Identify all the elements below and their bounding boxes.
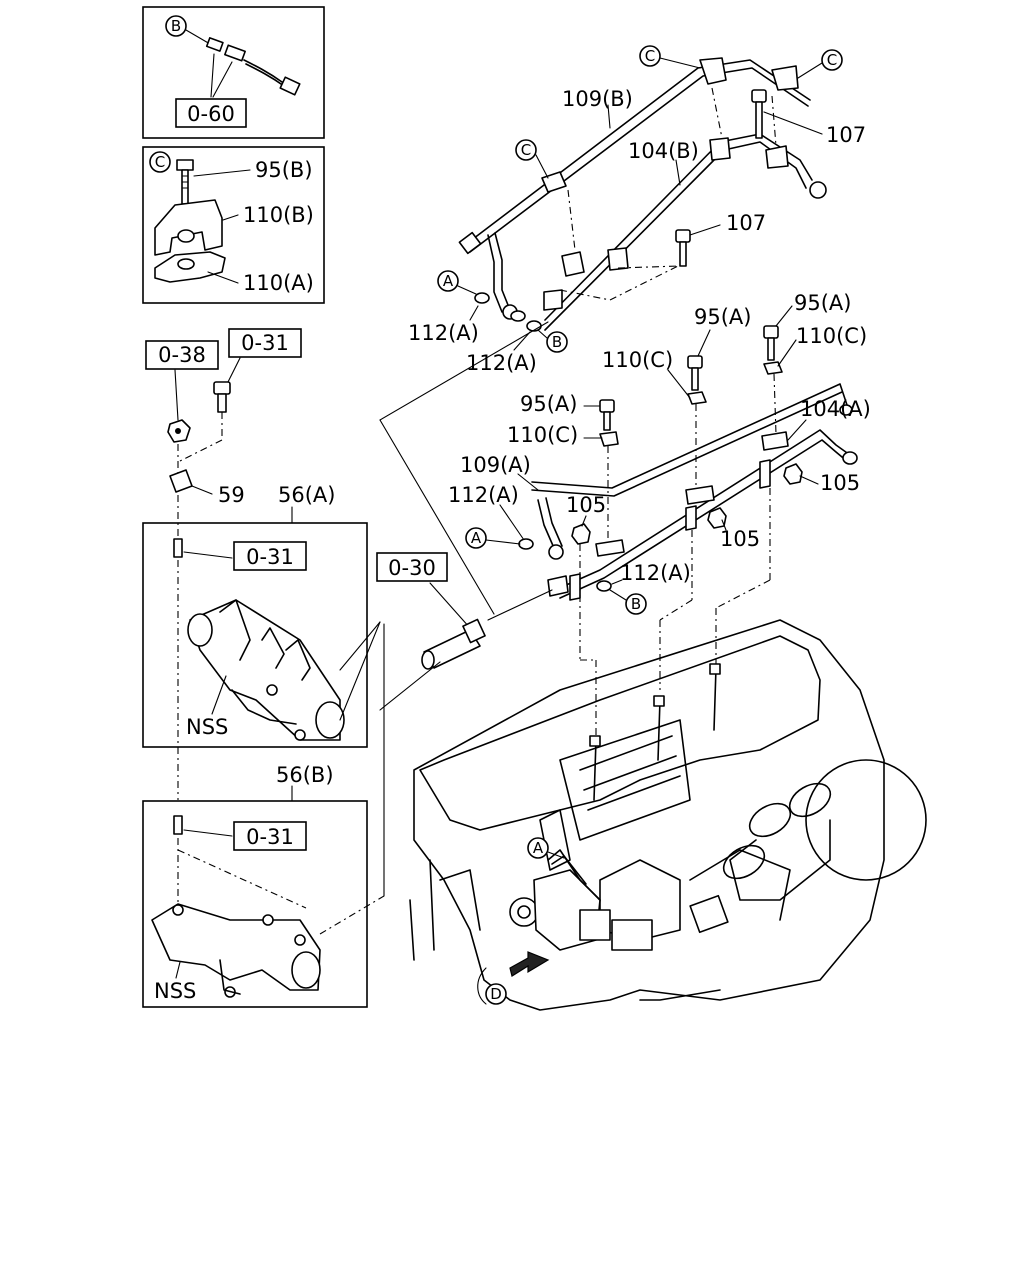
panel-56a: 56(A) 0-31 NSS	[142, 483, 381, 800]
callout-circle-b	[165, 15, 187, 37]
circle-letter: C	[521, 141, 531, 159]
upper-pipe-assembly: C C C 109(B) 104(B) 107 107 A 112(A) 112…	[408, 45, 866, 375]
bolt-95b	[176, 159, 194, 205]
bolt-0-31	[213, 381, 231, 413]
callout-label: NSS	[186, 715, 228, 739]
callout-label: 105	[566, 493, 606, 517]
callout-circle-c	[149, 151, 171, 173]
callout-label: 109(A)	[460, 453, 531, 477]
callout-label: 95(A)	[520, 392, 577, 416]
circle-letter: D	[490, 985, 502, 1003]
circle-letter: B	[631, 595, 641, 613]
callout-label: 95(B)	[255, 158, 313, 182]
callout-label: 105	[720, 527, 760, 551]
callout-label: 104(A)	[800, 397, 871, 421]
ref-label: 0-60	[187, 102, 235, 126]
supply-pump	[509, 849, 611, 951]
callout-label: 110(C)	[602, 348, 673, 372]
callout-label: 107	[826, 123, 866, 147]
callout-label: 56(A)	[278, 483, 335, 507]
callout-label: 112(A)	[620, 561, 691, 585]
ref-label: 0-38	[158, 343, 206, 367]
ref-label: 0-31	[246, 545, 294, 569]
engine-block: D A	[409, 619, 927, 1011]
callout-label: 107	[726, 211, 766, 235]
callout-label: 112(A)	[448, 483, 519, 507]
manifold-56a	[189, 599, 341, 741]
callout-label: 105	[820, 471, 860, 495]
panel-56b: 56(B) 0-31 NSS	[142, 623, 385, 1008]
manifold-56b	[151, 903, 321, 991]
callout-label: 59	[218, 483, 245, 507]
bolt-95a-1	[687, 355, 707, 405]
callout-label: 112(A)	[408, 321, 479, 345]
nut-0-38	[167, 419, 191, 443]
nut-105-3	[783, 463, 803, 485]
direction-arrow	[509, 951, 550, 977]
left-parts-column: 0-38 0-31 59	[145, 328, 302, 540]
inset-panel-b: B 0-60	[142, 6, 325, 139]
circle-letter: C	[827, 51, 837, 69]
callout-label: NSS	[154, 979, 196, 1003]
sensor-part	[205, 37, 301, 96]
bolt-107-lower	[675, 229, 691, 267]
inset-panel-c: C 95(B) 110(B) 110(A)	[142, 146, 325, 304]
callout-label: 56(B)	[276, 763, 334, 787]
ref-box-0-60	[175, 98, 247, 128]
ref-label: 0-30	[388, 556, 436, 580]
ref-label: 0-31	[246, 825, 294, 849]
circle-letter: A	[533, 839, 544, 857]
callout-label: 110(C)	[796, 324, 867, 348]
valve-cover	[559, 719, 691, 841]
bolt-95a-2	[763, 325, 783, 375]
leader-line	[379, 321, 549, 421]
clamp-upper	[154, 199, 223, 256]
pipe-104a	[554, 429, 851, 591]
callout-label: 95(A)	[794, 291, 851, 315]
bracket-59	[169, 469, 193, 493]
circle-letter: C	[645, 47, 655, 65]
callout-label: 104(B)	[628, 139, 699, 163]
view-d-circle	[485, 983, 507, 1005]
fitting-0-30: 0-30	[376, 552, 486, 711]
circle-letter: C	[155, 153, 165, 171]
circle-letter: B	[552, 333, 562, 351]
callout-label: 110(C)	[507, 423, 578, 447]
callout-label: 110(B)	[243, 203, 314, 227]
bolt-107-upper	[751, 89, 767, 139]
nut-105-1	[571, 523, 591, 545]
callout-label: 109(B)	[562, 87, 633, 111]
pipe-109a	[531, 383, 849, 489]
circle-letter: A	[443, 272, 454, 290]
bolt-95a-3	[599, 399, 619, 447]
circle-letter: A	[471, 529, 482, 547]
nut-105-2	[707, 507, 727, 529]
circle-letter: B	[171, 17, 181, 35]
lower-pipe-assembly: 95(A) 95(A) 110(C) 110(C) 95(A) 110(C) 1…	[448, 291, 871, 740]
engine-outline	[413, 619, 885, 1011]
ref-label: 0-31	[241, 331, 289, 355]
callout-label: 110(A)	[243, 271, 314, 295]
callout-label: 95(A)	[694, 305, 751, 329]
